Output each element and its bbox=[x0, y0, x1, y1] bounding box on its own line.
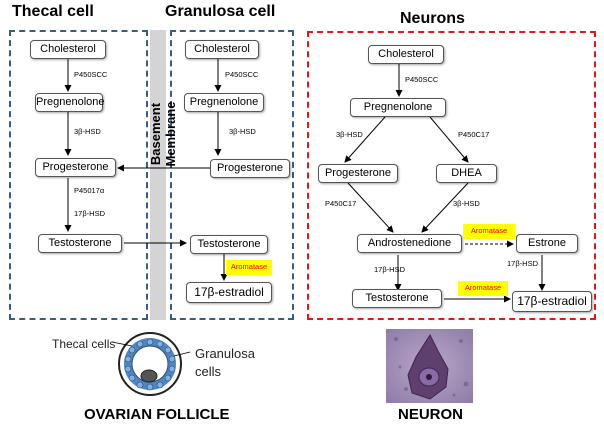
neuron-enzyme-17bhsd-left: 17β-HSD bbox=[374, 265, 405, 274]
neuron-testosterone-box: Testosterone bbox=[352, 289, 442, 308]
basement-membrane-bar bbox=[150, 30, 166, 320]
neuron-progesterone-box: Progesterone bbox=[318, 164, 398, 183]
neuron-enzyme-3bhsd-left: 3β-HSD bbox=[336, 130, 363, 139]
granulosa-cell-frame bbox=[170, 30, 294, 320]
arrow-neuron-preg-dhea bbox=[429, 116, 469, 163]
neuron-enzyme-p450scc: P450SCC bbox=[405, 75, 439, 84]
thecal-enzyme-p45017a: P45017α bbox=[74, 186, 105, 195]
granulosa-testosterone-box: Testosterone bbox=[190, 235, 268, 254]
neuron-androstenedione-box: Androstenedione bbox=[357, 234, 462, 253]
granulosa-cholesterol-box: Cholesterol bbox=[185, 40, 259, 59]
arrow-neuron-dhea-andro bbox=[421, 182, 469, 233]
thecal-enzyme-3bhsd: 3β-HSD bbox=[74, 127, 101, 136]
neuron-estrone-box: Estrone bbox=[516, 234, 578, 253]
thecal-testosterone-box: Testosterone bbox=[38, 234, 122, 253]
granulosa-pregnenolone-box: Pregnenolone bbox=[184, 93, 264, 112]
ovarian-follicle-caption: OVARIAN FOLLICLE bbox=[84, 406, 230, 423]
neuron-dhea-box: DHEA bbox=[436, 164, 497, 183]
granulosa-cells-label: Granulosa cells bbox=[195, 346, 255, 379]
arrow-neuron-preg-prog bbox=[344, 116, 386, 163]
neuron-cholesterol-box: Cholesterol bbox=[368, 45, 444, 64]
granulosa-aromatase-label: Aromatase bbox=[226, 260, 272, 275]
neuron-caption: NEURON bbox=[398, 406, 464, 423]
neuron-aromatase-bottom-label: Aromatase bbox=[458, 281, 508, 296]
thecal-enzyme-17bhsd: 17β-HSD bbox=[74, 209, 105, 218]
granulosa-estradiol-box: 17β-estradiol bbox=[186, 282, 272, 303]
neuron-enzyme-p450c17-left: P450C17 bbox=[325, 199, 357, 208]
thecal-cells-label: Thecal cells bbox=[52, 337, 116, 351]
thecal-pregnenolone-box: Pregnenolone bbox=[35, 93, 105, 112]
neuron-pregnenolone-box: Pregnenolone bbox=[350, 98, 446, 117]
thecal-cholesterol-box: Cholesterol bbox=[30, 40, 106, 59]
thecal-cell-frame bbox=[9, 30, 148, 320]
neurons-frame bbox=[307, 31, 596, 320]
thecal-progesterone-box: Progesterone bbox=[35, 158, 116, 177]
granulosa-enzyme-p450scc: P450SCC bbox=[225, 70, 259, 79]
neuron-enzyme-3bhsd-right: 3β-HSD bbox=[453, 199, 480, 208]
neuron-histology-image bbox=[386, 329, 473, 403]
thecal-enzyme-p450scc: P450SCC bbox=[74, 70, 108, 79]
neuron-enzyme-p450c17-right: P450C17 bbox=[458, 130, 490, 139]
neuron-enzyme-17bhsd-right: 17β-HSD bbox=[507, 259, 538, 268]
neurons-title: Neurons bbox=[400, 10, 465, 27]
granulosa-cell-title: Granulosa cell bbox=[165, 3, 276, 20]
arrow-neuron-prog-andro bbox=[347, 182, 394, 233]
thecal-cell-title: Thecal cell bbox=[12, 3, 94, 20]
neuron-aromatase-top-label: Aromatase bbox=[463, 224, 515, 239]
neuron-estradiol-box: 17β-estradiol bbox=[512, 291, 592, 312]
granulosa-progesterone-box: Progesterone bbox=[210, 159, 290, 178]
ovarian-follicle-illustration bbox=[112, 332, 191, 396]
granulosa-enzyme-3bhsd: 3β-HSD bbox=[229, 127, 256, 136]
